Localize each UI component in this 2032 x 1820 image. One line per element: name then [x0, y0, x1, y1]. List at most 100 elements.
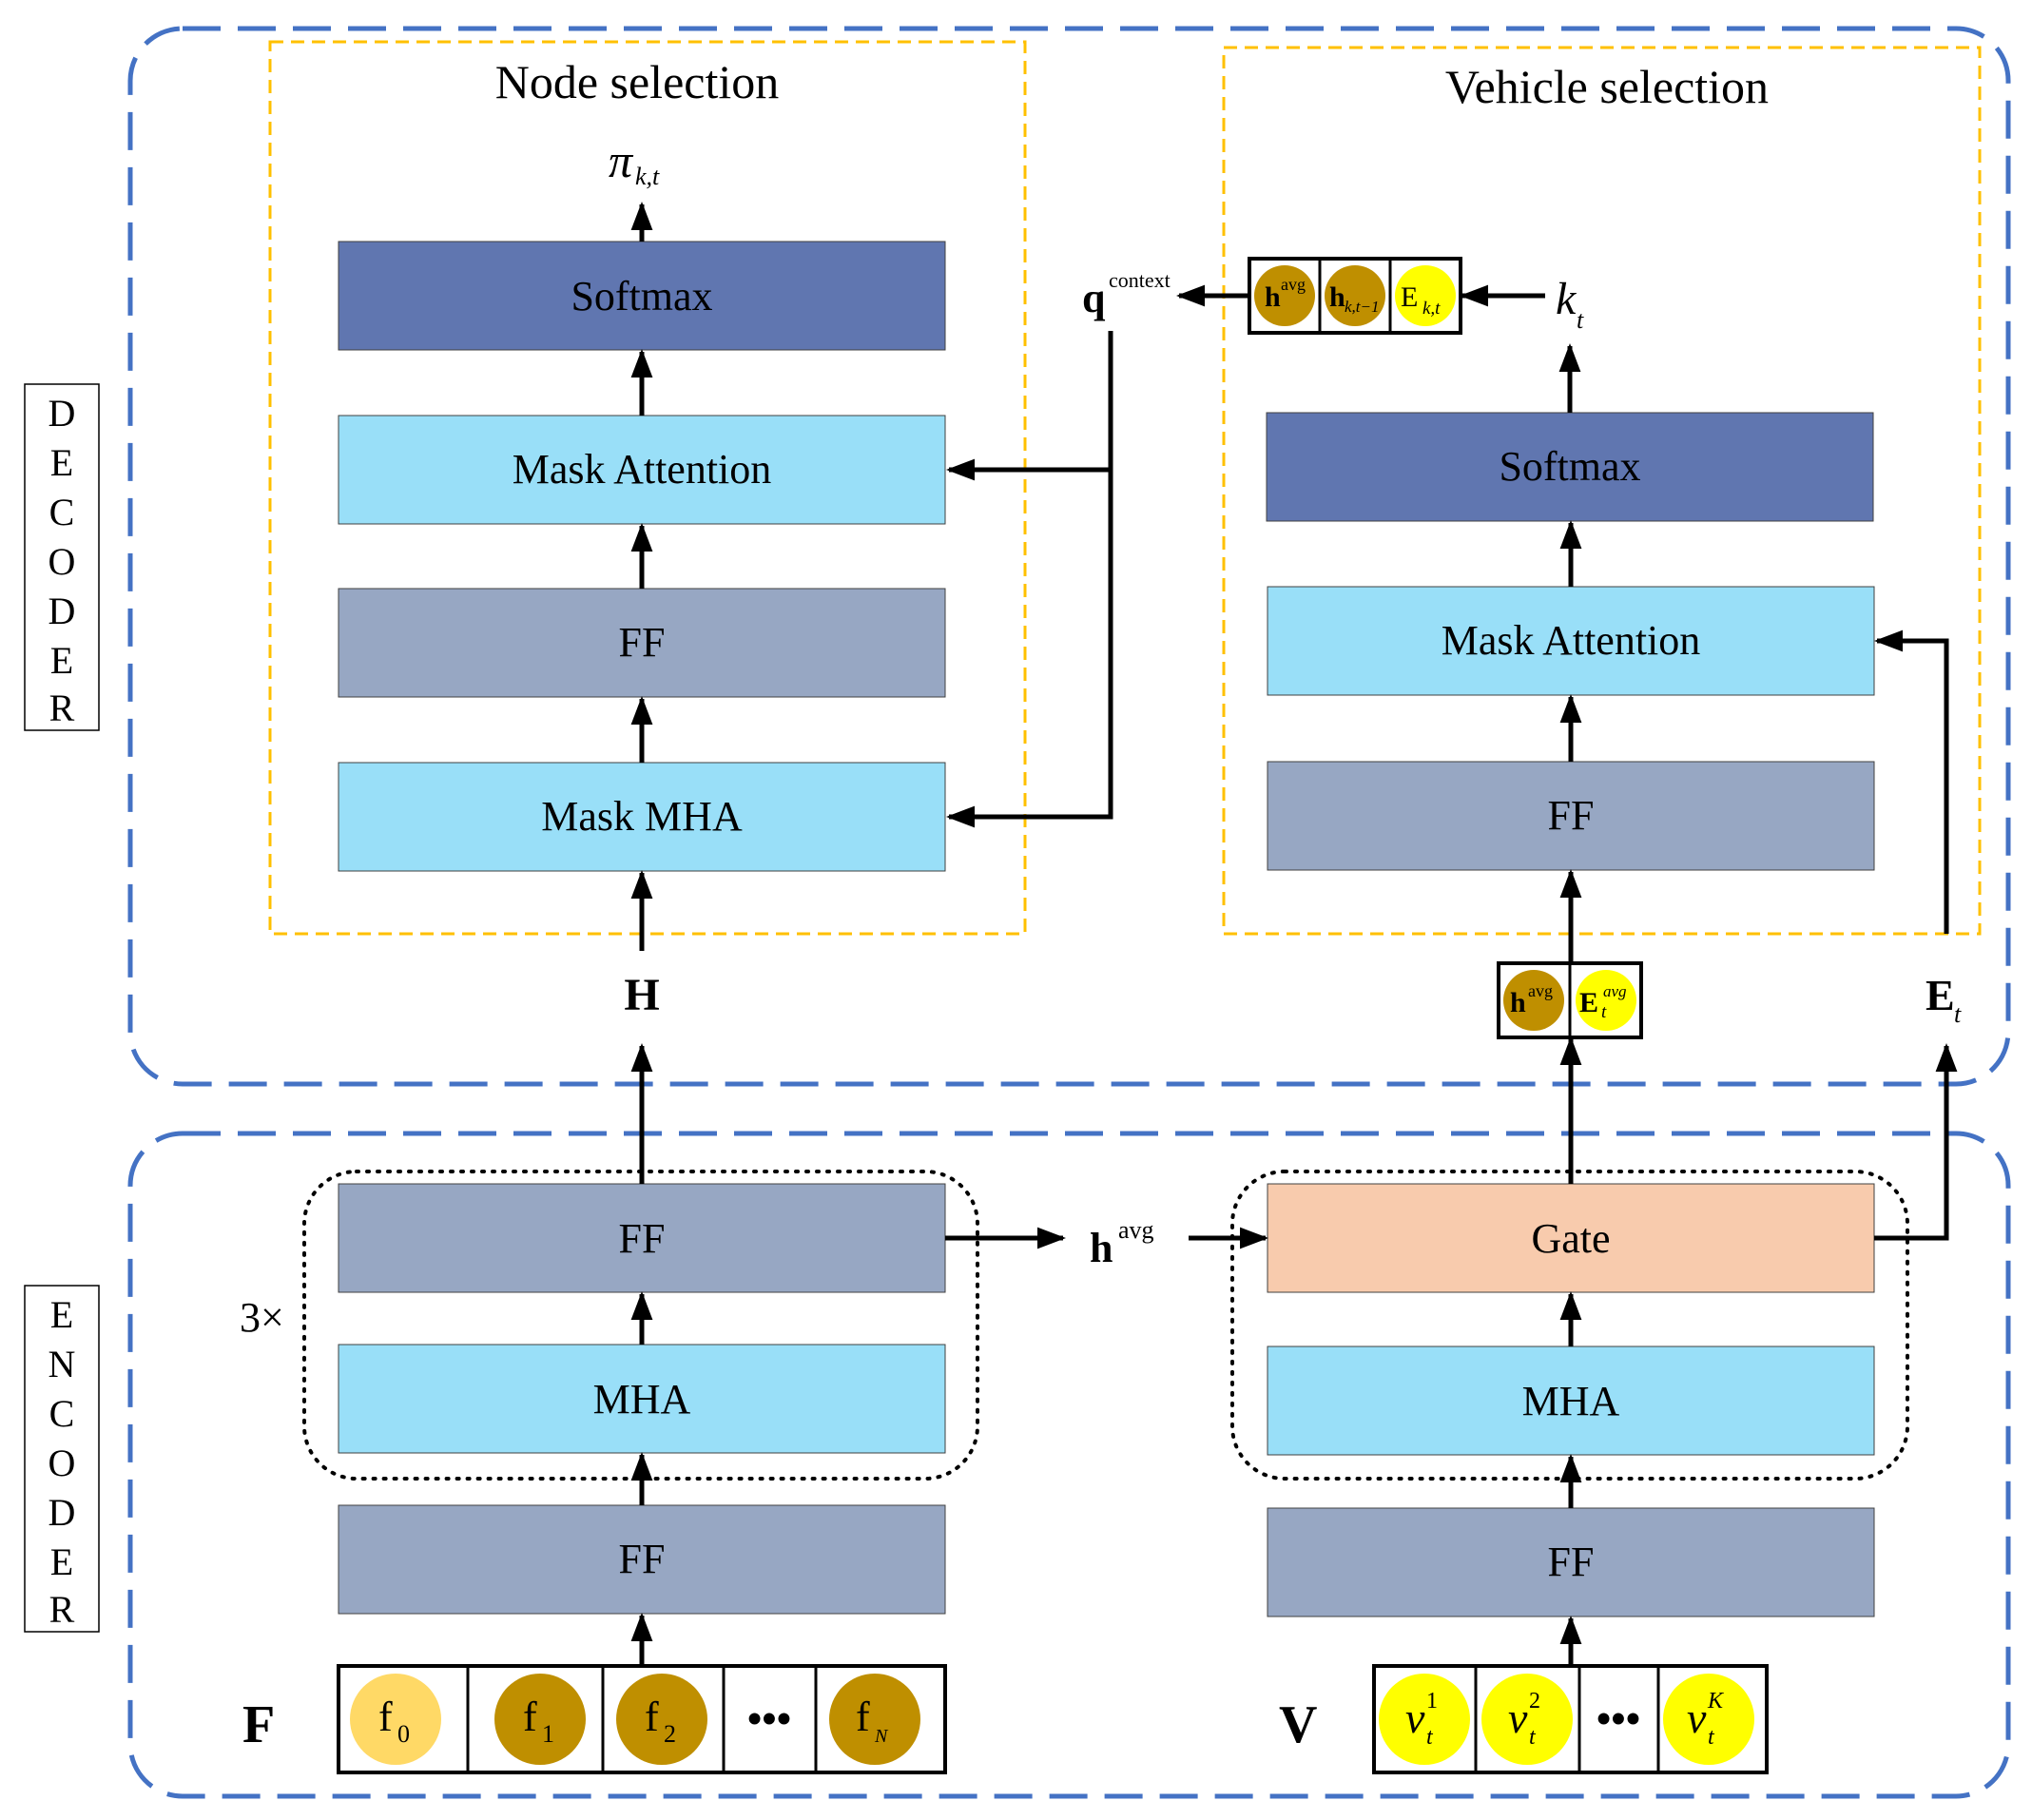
encoder-container — [127, 1131, 2011, 1799]
vehicle-encoder-gate-label: Gate — [1531, 1215, 1610, 1262]
vehicle-encoder-mha-block — [1267, 1346, 1875, 1456]
context-hkt-main: h — [1329, 281, 1345, 313]
havg-sup: avg — [1118, 1216, 1154, 1244]
node-fn-circle — [829, 1674, 920, 1765]
encoder-letter: N — [48, 1343, 76, 1385]
encoder-letter: R — [49, 1588, 75, 1631]
concat-havg-sup: avg — [1528, 981, 1553, 1000]
vehicle-encoder-mha-label: MHA — [1522, 1378, 1620, 1424]
vehicle-encoder-ff-block — [1267, 1507, 1875, 1617]
vehicle-input-label: V — [1279, 1695, 1317, 1754]
k-t-sub: t — [1577, 306, 1584, 334]
context-ekt-sub: k,t — [1422, 299, 1441, 319]
node-fn-main: f — [856, 1694, 870, 1740]
node-decoder-ff-label: FF — [619, 619, 666, 666]
vehicle-v1-circle — [1379, 1674, 1470, 1765]
vehicle-v2-sup: 2 — [1529, 1689, 1540, 1714]
node-f0-circle — [350, 1674, 441, 1765]
vehicle-v1-main: v — [1405, 1694, 1425, 1742]
context-ekt-circle — [1395, 265, 1456, 326]
vehicle-v1-sub: t — [1426, 1725, 1434, 1750]
decoder-container — [127, 26, 2011, 1087]
node-output-symbol: π — [609, 134, 634, 187]
vehicle-v2-sub: t — [1529, 1725, 1537, 1750]
node-ellipsis: ••• — [747, 1695, 791, 1742]
node-softmax-label: Softmax — [571, 273, 712, 319]
encoder-side-label: E N C O D E R — [48, 1293, 76, 1631]
node-input-label: F — [242, 1695, 275, 1754]
vehicle-vk-circle — [1663, 1674, 1754, 1765]
decoder-side-label-box — [24, 383, 100, 731]
context-hkt-circle — [1325, 265, 1385, 326]
node-f1-sub: 1 — [542, 1720, 554, 1748]
vehicle-ellipsis: ••• — [1597, 1695, 1640, 1742]
context-havg-main: h — [1265, 281, 1281, 313]
concat-eavg-sub: t — [1601, 1002, 1607, 1022]
decoder-letter: D — [48, 590, 76, 632]
decoder-letter: O — [48, 540, 76, 583]
havg-main: h — [1090, 1225, 1113, 1271]
node-mask-attention-label: Mask Attention — [513, 446, 772, 493]
vehicle-encoder-ff-label: FF — [1548, 1539, 1595, 1585]
connectors — [630, 202, 1958, 1666]
vehicle-v2-circle — [1481, 1674, 1573, 1765]
vehicle-decoder-ff-block — [1267, 761, 1875, 871]
decoder-side-label: D E C O D E R — [48, 392, 76, 729]
encoder-letter: E — [50, 1293, 73, 1336]
arrow-et-to-mask-attention — [1874, 629, 1949, 934]
e-t-main: E — [1926, 971, 1955, 1019]
arrow-qcontext-to-mask-mha — [946, 331, 1113, 828]
node-f1-main: f — [523, 1694, 537, 1740]
repeat-label: 3× — [240, 1294, 284, 1341]
q-context-sup: context — [1109, 268, 1171, 292]
context-havg-circle — [1254, 265, 1315, 326]
node-encoder-mha-block — [338, 1344, 946, 1454]
decoder-letter: C — [49, 491, 75, 533]
h-matrix-label: H — [624, 970, 659, 1020]
node-encoder-ff-top-label: FF — [619, 1215, 666, 1262]
context-havg-sup: avg — [1281, 275, 1306, 294]
vehicle-selection-frame — [1222, 46, 1982, 936]
concat-eavg-main: E — [1579, 987, 1598, 1018]
encoder-letter: E — [50, 1540, 73, 1583]
node-f0-sub: 0 — [397, 1720, 410, 1748]
encoder-letter: O — [48, 1442, 76, 1484]
decoder-letter: E — [50, 441, 73, 484]
vehicle-softmax-label: Softmax — [1499, 443, 1640, 490]
node-mask-mha-label: Mask MHA — [541, 793, 743, 840]
concat-eavg-circle — [1576, 970, 1636, 1031]
node-f1-circle — [494, 1674, 586, 1765]
decoder-letter: D — [48, 392, 76, 435]
node-encoder-mha-label: MHA — [593, 1376, 691, 1423]
node-softmax-block — [338, 241, 946, 351]
node-encoder-ff-bottom-label: FF — [619, 1536, 666, 1582]
vehicle-selection-title: Vehicle selection — [1445, 60, 1769, 113]
encoder-side-label-box — [24, 1285, 100, 1633]
concat-havg-main: h — [1510, 987, 1526, 1018]
vehicle-vk-main: v — [1687, 1694, 1707, 1742]
concat-havg-circle — [1503, 970, 1564, 1031]
encoder-letter: C — [49, 1392, 75, 1435]
vehicle-softmax-block — [1266, 412, 1874, 522]
q-context-main: q — [1082, 275, 1106, 321]
arrow-gate-to-et — [1874, 1043, 1958, 1241]
vehicle-v1-sup: 1 — [1426, 1689, 1438, 1714]
vehicle-vk-sup: K — [1707, 1689, 1725, 1714]
node-encoder-ff-bottom-block — [338, 1504, 946, 1615]
node-f2-circle — [616, 1674, 707, 1765]
vehicle-v2-main: v — [1508, 1694, 1528, 1742]
node-selection-title: Node selection — [495, 55, 780, 108]
vehicle-mask-attention-label: Mask Attention — [1442, 617, 1701, 664]
vehicle-vk-sub: t — [1708, 1725, 1715, 1750]
node-f2-sub: 2 — [664, 1720, 676, 1748]
concat-eavg-sup: avg — [1603, 982, 1627, 1000]
context-ekt-main: E — [1401, 281, 1418, 313]
e-t-sub: t — [1954, 1000, 1962, 1028]
k-t-main: k — [1556, 274, 1577, 324]
context-hkt-sub: k,t−1 — [1345, 298, 1380, 316]
vehicle-decoder-ff-label: FF — [1548, 792, 1595, 839]
node-encoder-ff-top-block — [338, 1183, 946, 1293]
node-f0-main: f — [378, 1694, 393, 1740]
decoder-letter: R — [49, 687, 75, 729]
